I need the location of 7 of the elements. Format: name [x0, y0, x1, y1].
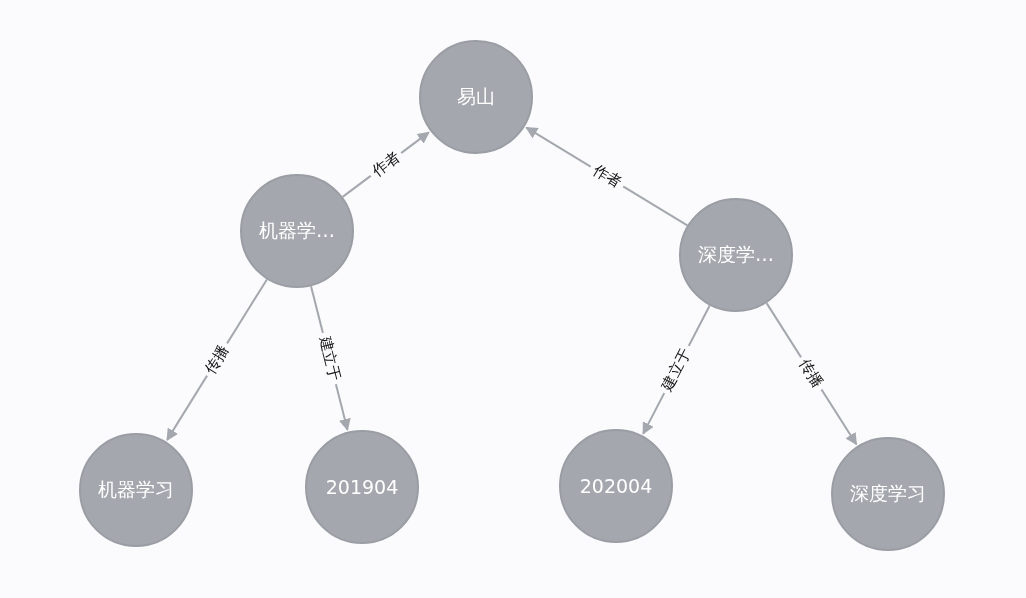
- node-label: 易山: [457, 84, 495, 109]
- node-label: 深度学习: [850, 481, 926, 506]
- node-label: 202004: [579, 475, 653, 497]
- node-label: 深度学…: [698, 242, 774, 267]
- node-label: 201904: [325, 476, 399, 498]
- node-label: 机器学…: [259, 218, 335, 243]
- node-label: 机器学习: [98, 477, 174, 502]
